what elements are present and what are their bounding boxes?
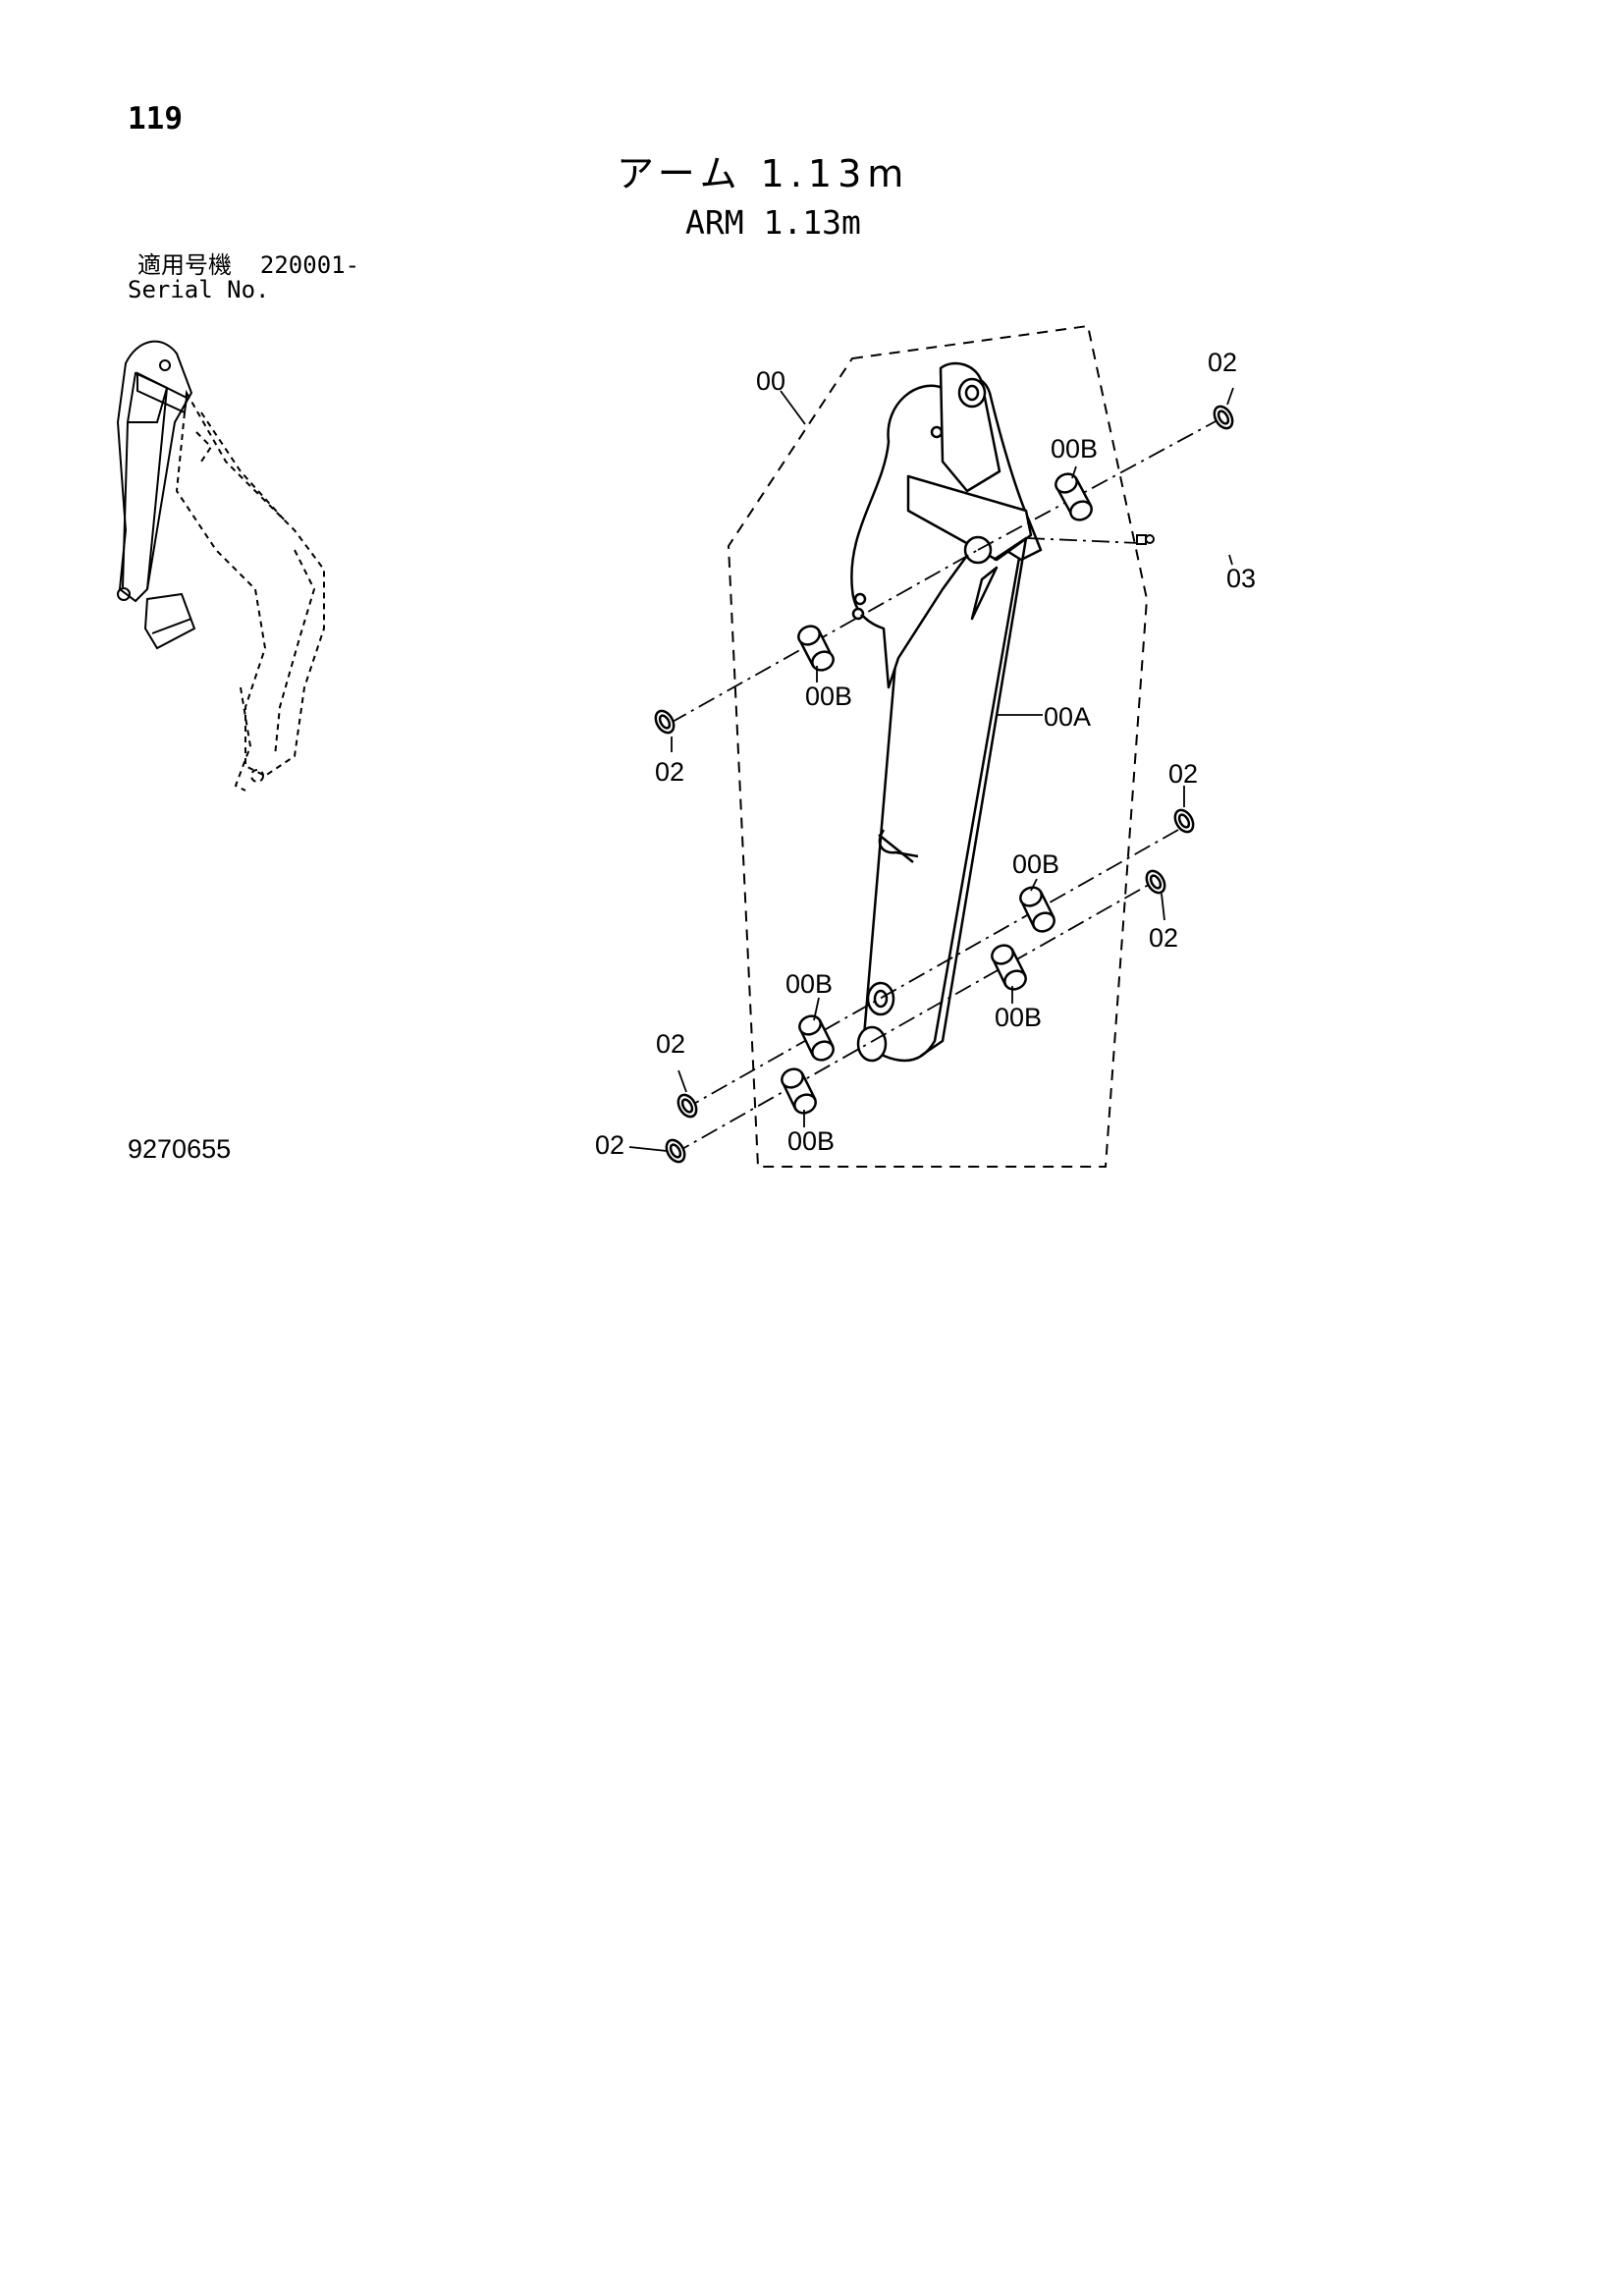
label-00B-mid-right: 00B	[1012, 849, 1059, 879]
label-00B-top-left: 00B	[805, 682, 852, 711]
label-02-top-right: 02	[1208, 348, 1237, 377]
label-02-low-right: 02	[1149, 923, 1178, 953]
seal-low-right	[1145, 869, 1166, 895]
callout-labels: 00 00A 00B 00B 00B 00B 00B 00B 02 02 02 …	[595, 348, 1256, 1160]
bushing-low-right	[991, 944, 1027, 991]
bushing-low-left	[781, 1067, 817, 1115]
seal-top-right	[1213, 405, 1234, 430]
serial-label-japanese: 適用号機	[137, 251, 232, 279]
label-00: 00	[756, 366, 785, 396]
bushing-top-right	[1055, 472, 1093, 521]
label-02-top-left: 02	[655, 757, 684, 787]
page-number: 119	[128, 101, 183, 137]
label-00B-low-left: 00B	[787, 1126, 835, 1156]
leader-lines	[628, 387, 1234, 1152]
bushing-mid-left	[798, 1014, 835, 1062]
label-00A: 00A	[1044, 702, 1091, 732]
seal-mid-right	[1173, 808, 1195, 834]
seal-rings	[654, 405, 1234, 1164]
bushing-mid-right	[1019, 886, 1055, 933]
label-03: 03	[1226, 564, 1256, 593]
serial-applicability: 適用号機 220001-	[137, 253, 359, 277]
serial-value: 220001-	[259, 251, 360, 279]
page-title-english: ARM 1.13m	[685, 203, 861, 242]
bushings	[781, 472, 1093, 1115]
arm-body	[850, 361, 1043, 1063]
label-02-mid-right: 02	[1168, 759, 1198, 789]
label-00B-top-right: 00B	[1051, 434, 1098, 464]
grease-fitting	[1136, 534, 1155, 545]
label-00B-low-right: 00B	[995, 1003, 1042, 1032]
label-02-mid-left: 02	[656, 1029, 685, 1059]
seal-mid-left	[676, 1093, 698, 1119]
bushing-top-left	[797, 625, 835, 672]
page-title-japanese: アーム 1.13m	[617, 152, 910, 195]
pin-center-lines	[670, 419, 1218, 1155]
assembly-boundary	[727, 324, 1149, 1168]
seal-low-left	[665, 1138, 686, 1164]
arm-location-thumbnail	[116, 340, 325, 792]
serial-label-english: Serial No.	[128, 276, 270, 303]
label-00B-mid-left: 00B	[785, 969, 833, 999]
label-02-low-left: 02	[595, 1130, 624, 1160]
seal-top-left	[654, 709, 676, 735]
document-number: 9270655	[128, 1134, 232, 1164]
